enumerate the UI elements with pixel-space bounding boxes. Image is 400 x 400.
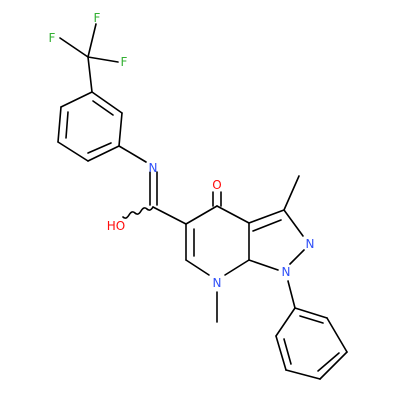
bond-c-f2: [59, 37, 89, 58]
bond-aryl-6: [60, 91, 93, 108]
bond-c-f3: [87, 56, 119, 63]
atom-label-f3: F: [121, 55, 128, 69]
bond-aryl-4: [57, 141, 89, 162]
bond-aryl-5: [57, 106, 62, 143]
bond-ph-1: [294, 307, 328, 319]
bond-aryl-1: [91, 91, 123, 114]
bond-aryl-inner-3: [65, 111, 69, 139]
bond-aryl-inner-2: [87, 142, 112, 154]
atom-labels: F F F N HO O N N N: [49, 11, 315, 290]
bond-aryl-2: [118, 112, 123, 147]
bond-pz-c3a-c3-inner: [252, 219, 282, 232]
bond-pz-n1-c7a: [248, 259, 279, 271]
bond-pyr-n7-c6: [185, 259, 210, 276]
bond-ph-inner-2: [317, 352, 340, 372]
bond-ph-6: [275, 307, 296, 337]
bond-pyr-c7a-n7: [224, 259, 250, 276]
bond-cf3-ring: [87, 56, 93, 93]
bond-aryl-3: [87, 145, 120, 162]
atom-label-n-imine: N: [149, 161, 158, 175]
bond-pz-c3a-c3: [248, 209, 285, 224]
bond-aryl-inner-1: [92, 100, 114, 116]
bond-pz-n2-n1: [289, 249, 305, 265]
bond-ph-2: [326, 317, 348, 353]
atom-label-o-hydroxyl: HO: [107, 219, 125, 233]
bond-c-ring: [152, 206, 187, 225]
bond-n1-phenyl: [287, 280, 296, 309]
bond-ph-4: [285, 369, 321, 380]
atom-label-n-pyrazole-2: N: [306, 237, 315, 251]
bond-pz-c3-n2: [283, 209, 304, 237]
atom-label-f1: F: [94, 11, 101, 25]
bond-c3-methyl: [283, 175, 300, 211]
atom-label-f2: F: [49, 31, 56, 45]
atom-label-o-ketone: O: [212, 178, 221, 192]
atom-label-n-pyridine: N: [213, 276, 222, 290]
bond-aryl-n: [118, 145, 147, 163]
bond-ph-3: [319, 351, 348, 380]
bond-pyr-c4-c3a: [216, 205, 250, 224]
bond-ph-5: [275, 335, 287, 371]
bonds: [57, 23, 348, 380]
bond-ph-inner-1: [299, 315, 324, 324]
bond-pyr-c5-c4: [185, 205, 218, 225]
bond-c-f1: [87, 23, 97, 58]
bond-ph-inner-3: [283, 338, 292, 365]
bond-c-oh-wavy: [122, 206, 154, 219]
atom-label-n-pyrazole-1: N: [282, 265, 291, 279]
